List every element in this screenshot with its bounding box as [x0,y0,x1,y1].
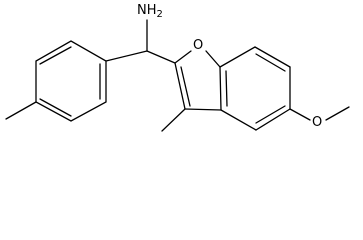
bond-c2-c3 [174,62,186,110]
bond-tolyl-methyl [5,101,37,120]
bond-omethoxy-ch3 [325,106,350,121]
amine-label: NH2 [137,3,163,20]
bond-c7-c6-double [255,53,286,72]
structure-diagram: NH2 O O [5,3,350,132]
bond-c4-c3a [220,109,257,131]
bonds [5,19,350,132]
bond-c3-methyl [161,108,186,132]
bond-c3-c3a [184,108,222,111]
ring-oxygen-label: O [193,38,203,53]
tolyl-double-3 [39,98,72,117]
bond-c2-o1 [174,50,192,64]
bond-c7a-c3a-double [225,70,228,107]
atom-labels: NH2 O O [137,3,322,130]
tolyl-ring [35,40,107,122]
bond-ch-aryl [105,50,148,62]
bond-ch-furan [146,50,176,64]
tolyl-double-2 [39,46,72,65]
methoxy-oxygen-label: O [312,115,322,130]
bond-c5-c4-double [255,105,286,124]
bond-o1-c7a [205,50,221,68]
bond-c7a-c3a [219,66,222,111]
bond-c7a-c7 [219,46,256,68]
bond-c6-omethoxy [289,108,311,121]
bond-c5-c4 [255,108,291,131]
bond-c7-c6 [254,46,291,68]
bond-c2-c3-double [180,66,191,107]
